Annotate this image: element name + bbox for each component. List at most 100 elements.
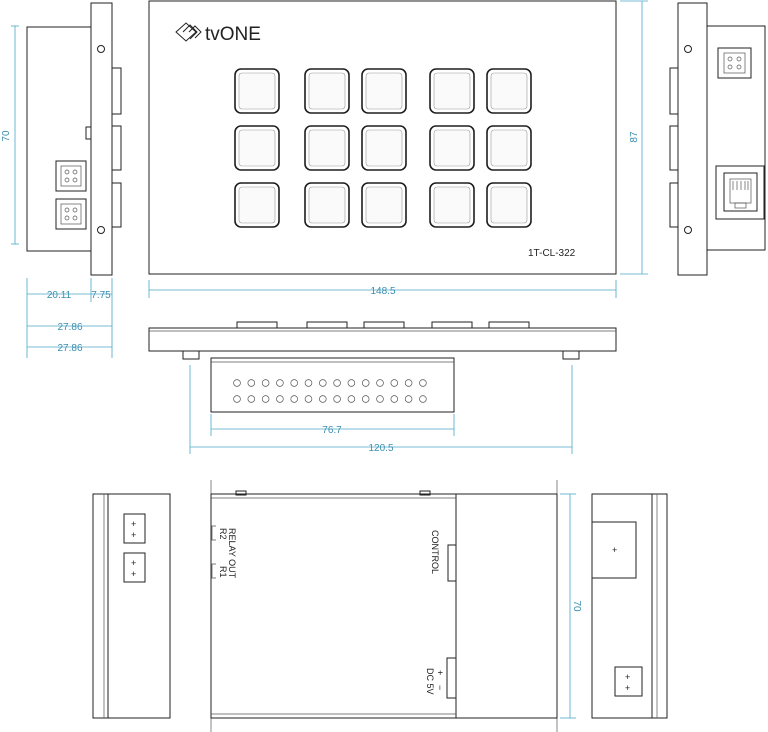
vent-hole xyxy=(304,395,313,403)
vent-hole xyxy=(261,395,270,403)
left-side-body xyxy=(26,26,92,252)
top-key-profile-4 xyxy=(431,321,473,329)
left-side-tab xyxy=(85,126,92,140)
vent-hole xyxy=(347,395,356,403)
body-width-dimension: 76.7 xyxy=(322,425,342,436)
rear-body xyxy=(210,493,457,719)
vent-hole xyxy=(419,379,427,387)
keypad-button-15[interactable] xyxy=(486,182,532,228)
vent-hole xyxy=(233,379,241,387)
top-key-profile-2 xyxy=(306,321,348,329)
keypad-button-7[interactable] xyxy=(304,125,350,171)
top-key-profile-3 xyxy=(363,321,405,329)
rj45-port-icon xyxy=(715,165,765,220)
vent-hole xyxy=(290,395,298,403)
rear-height-dimension: 70 xyxy=(571,600,582,612)
left-side-key-profile-1 xyxy=(111,67,122,115)
keypad-button-8[interactable] xyxy=(361,125,407,171)
top-mount-ear-left xyxy=(182,350,200,360)
vent-hole xyxy=(361,395,370,403)
depth-total-dimension-b: 27.86 xyxy=(57,343,82,354)
keypad-button-2[interactable] xyxy=(304,68,350,114)
left-side-terminal-lower xyxy=(55,198,87,230)
brand-name: tvONE xyxy=(205,24,261,45)
left-side-faceplate xyxy=(90,2,113,276)
keypad-button-11[interactable] xyxy=(234,182,280,228)
rear-power-port xyxy=(446,657,457,699)
vent-hole xyxy=(333,379,341,387)
keypad-button-12[interactable] xyxy=(304,182,350,228)
vent-hole xyxy=(390,395,399,403)
br-power-plus: + xyxy=(625,672,630,682)
rear-clip-1 xyxy=(235,490,247,496)
keypad-button-5[interactable] xyxy=(486,68,532,114)
dc5v-minus: − xyxy=(435,685,445,690)
brand-logo-icon xyxy=(175,22,202,42)
br-rj45-block xyxy=(591,521,637,579)
front-view: tvONE 1T-CL-322 148.5 87 xyxy=(148,0,648,298)
keypad-button-10[interactable] xyxy=(486,125,532,171)
depth-front-dimension: 7.75 xyxy=(91,290,111,301)
keypad-button-3[interactable] xyxy=(361,68,407,114)
bl-terminal-upper-plus-2: + xyxy=(131,530,136,540)
right-side-key-profile-1 xyxy=(669,67,679,115)
left-side-screw-top xyxy=(97,45,105,53)
top-vent-holes xyxy=(233,379,427,403)
keypad-button-6[interactable] xyxy=(234,125,280,171)
vent-hole xyxy=(347,379,356,387)
keypad xyxy=(234,68,532,228)
br-power-plus-2: + xyxy=(625,683,630,693)
top-key-profiles xyxy=(236,321,530,329)
vent-hole xyxy=(419,395,427,403)
dc5v-label: DC 5V xyxy=(425,668,435,695)
depth-body-dimension: 20.11 xyxy=(47,290,72,301)
vent-hole xyxy=(247,395,256,403)
keypad-button-14[interactable] xyxy=(429,182,475,228)
right-side-key-profile-2 xyxy=(669,125,679,171)
right-side-faceplate xyxy=(677,2,708,276)
bl-terminal-upper-plus: + xyxy=(131,519,136,529)
rear-mount-plate xyxy=(455,493,558,719)
top-body xyxy=(210,357,455,413)
right-side-key-profile-3 xyxy=(669,182,679,228)
left-side-view: 70 20.11 7.75 27.86 27.86 xyxy=(1,2,122,358)
vent-hole xyxy=(261,379,270,387)
bottom-right-side-view: + + + xyxy=(591,493,668,719)
vent-hole xyxy=(390,379,399,387)
model-number: 1T-CL-322 xyxy=(528,248,576,259)
vent-hole xyxy=(319,395,327,403)
keypad-button-13[interactable] xyxy=(361,182,407,228)
bl-terminal-lower xyxy=(123,552,146,583)
vent-hole xyxy=(247,379,256,387)
vent-hole xyxy=(404,379,413,387)
relay-out-label: RELAY OUT xyxy=(227,528,237,579)
left-side-terminal-upper xyxy=(55,160,87,192)
vent-hole xyxy=(376,395,384,403)
left-height-dimension: 70 xyxy=(1,130,12,142)
rear-control-port xyxy=(447,544,457,582)
vent-hole xyxy=(233,395,241,403)
right-side-screw-top xyxy=(684,45,692,53)
front-height-dimension: 87 xyxy=(629,131,640,143)
right-side-screw-bottom xyxy=(684,226,692,234)
keypad-button-1[interactable] xyxy=(234,68,280,114)
vent-hole xyxy=(304,379,313,387)
control-label: CONTROL xyxy=(430,530,440,574)
br-faceplate xyxy=(651,493,668,719)
rear-view: RELAY OUT R2 R1 CONTROL DC 5V + − 70 xyxy=(210,480,582,732)
vent-hole xyxy=(276,395,284,403)
br-power-terminal xyxy=(614,666,643,697)
top-mount-ear-right xyxy=(562,350,580,360)
right-side-view xyxy=(669,2,766,276)
right-side-body xyxy=(706,25,766,251)
keypad-button-4[interactable] xyxy=(429,68,475,114)
vent-hole xyxy=(319,379,327,387)
br-body xyxy=(591,493,653,719)
front-width-dimension: 148.5 xyxy=(370,286,395,297)
keypad-button-9[interactable] xyxy=(429,125,475,171)
top-key-profile-1 xyxy=(236,321,278,329)
dc5v-plus: + xyxy=(435,670,445,675)
top-faceplate xyxy=(148,327,617,352)
vent-hole xyxy=(376,379,384,387)
